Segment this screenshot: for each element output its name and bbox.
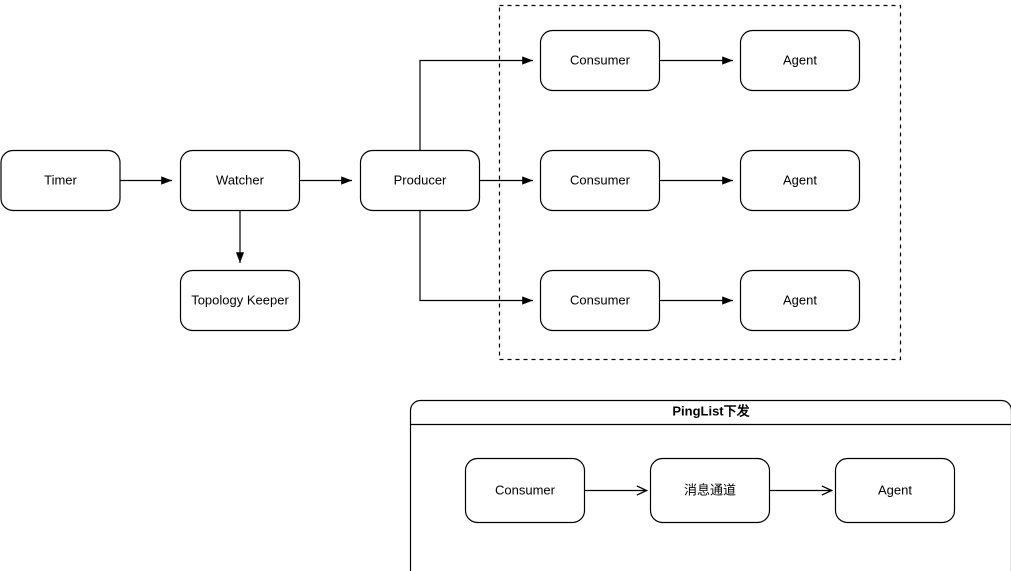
node-producer[interactable]: Producer [359,149,481,212]
node-pinglist-consumer[interactable]: Consumer [464,457,586,524]
node-timer[interactable]: Timer [0,149,121,212]
edge-producer-to-consumer-3 [419,210,533,305]
node-agent-2-label: Agent [783,172,817,187]
node-consumer-2-label: Consumer [570,172,631,187]
node-producer-label: Producer [394,172,447,187]
node-consumer-2[interactable]: Consumer [539,149,661,212]
node-agent-2[interactable]: Agent [739,149,861,212]
node-watcher-label: Watcher [216,172,265,187]
node-agent-1-label: Agent [783,52,817,67]
node-pinglist-consumer-label: Consumer [495,482,556,497]
node-agent-3-label: Agent [783,292,817,307]
node-pinglist-agent-label: Agent [878,482,912,497]
node-consumer-1-label: Consumer [570,52,631,67]
node-topology-keeper[interactable]: Topology Keeper [179,269,301,332]
node-pinglist-channel-label: 消息通道 [684,482,736,497]
node-watcher[interactable]: Watcher [179,149,301,212]
pinglist-group-title: PingList下发 [672,403,750,418]
fanout-dashed-region [498,4,902,361]
node-timer-label: Timer [44,172,77,187]
node-topology-keeper-label: Topology Keeper [191,292,289,307]
node-consumer-1[interactable]: Consumer [539,29,661,92]
edge-producer-to-consumer-1 [419,56,533,151]
node-consumer-3-label: Consumer [570,292,631,307]
node-agent-3[interactable]: Agent [739,269,861,332]
node-pinglist-agent[interactable]: Agent [834,457,956,524]
node-consumer-3[interactable]: Consumer [539,269,661,332]
node-agent-1[interactable]: Agent [739,29,861,92]
node-pinglist-channel[interactable]: 消息通道 [649,457,771,524]
